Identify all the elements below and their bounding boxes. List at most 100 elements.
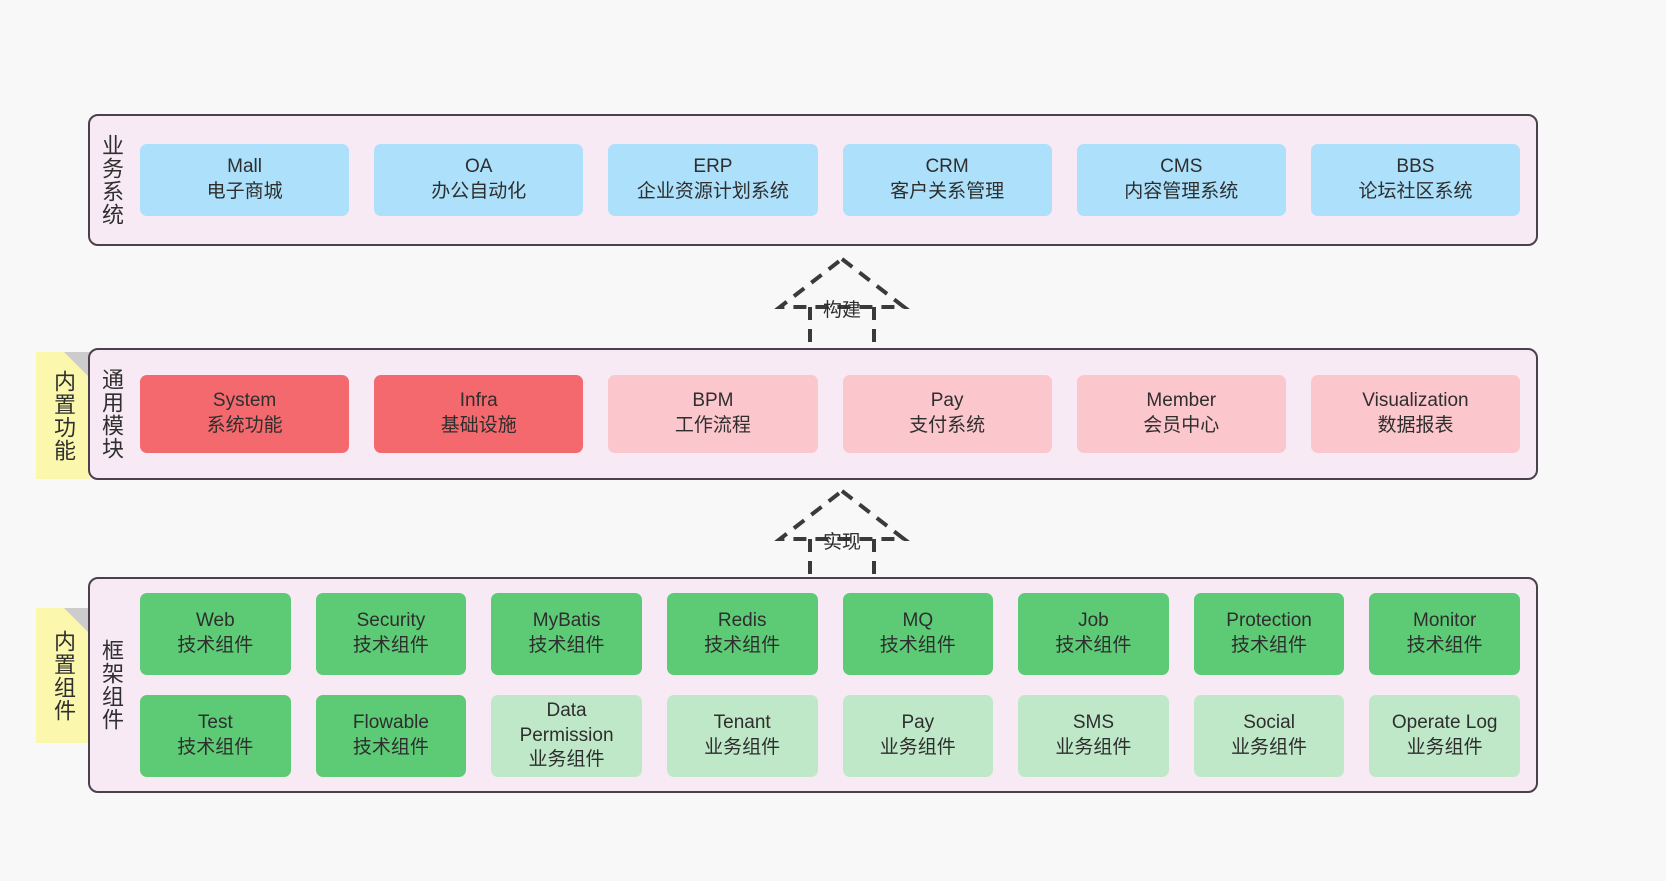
cell-title: Web (195, 610, 235, 632)
layer-label-common-module: 通用模块 (98, 368, 124, 460)
cell-title: Mall (227, 156, 262, 178)
cell-subtitle: 企业资源计划系统 (636, 181, 789, 202)
cell-mq[interactable]: MQ 技术组件 (842, 593, 994, 675)
cell-subtitle: 技术组件 (177, 737, 254, 758)
cell-monitor[interactable]: Monitor 技术组件 (1369, 593, 1520, 675)
cell-subtitle: 技术组件 (352, 635, 429, 656)
cell-subtitle: 技术组件 (1055, 635, 1132, 656)
cell-title: Pay (901, 712, 935, 734)
cell-subtitle: 技术组件 (177, 635, 254, 656)
cell-subtitle: 业务组件 (1231, 737, 1308, 758)
cell-title: Flowable (352, 712, 429, 734)
cell-title: Operate Log (1391, 712, 1498, 734)
cell-sms[interactable]: SMS 业务组件 (1018, 695, 1169, 777)
cell-title: Member (1146, 390, 1217, 412)
row-business-systems: Mall 电子商城 OA 办公自动化 ERP 企业资源计划系统 CRM 客户关系… (140, 144, 1521, 216)
cell-title: Protection (1226, 610, 1312, 632)
cell-web[interactable]: Web 技术组件 (140, 593, 291, 675)
cell-title: CMS (1160, 156, 1203, 178)
cell-subtitle: 内容管理系统 (1124, 181, 1239, 202)
layer-label-business-system: 业务系统 (98, 134, 124, 226)
cell-title: Redis (717, 610, 767, 632)
cell-subtitle: 业务组件 (1055, 737, 1132, 758)
cell-title: CRM (925, 156, 969, 178)
cell-subtitle: 业务组件 (879, 737, 956, 758)
cell-operate-log[interactable]: Operate Log 业务组件 (1369, 695, 1520, 777)
layer-body-framework-component: Web 技术组件 Security 技术组件 MyBatis 技术组件 Redi… (132, 579, 1536, 791)
cell-title: SMS (1072, 712, 1115, 734)
cell-subtitle: 客户关系管理 (890, 181, 1005, 202)
cell-subtitle: 电子商城 (206, 181, 283, 202)
cell-subtitle: 技术组件 (1406, 635, 1483, 656)
cell-member[interactable]: Member 会员中心 (1076, 375, 1286, 453)
cell-title: OA (465, 156, 493, 178)
cell-data-permission[interactable]: Data Permission 业务组件 (491, 695, 642, 777)
cell-protection[interactable]: Protection 技术组件 (1193, 593, 1345, 675)
generalization-arrow-icon (774, 256, 910, 350)
cell-title: Job (1078, 610, 1109, 632)
cell-tenant[interactable]: Tenant 业务组件 (666, 695, 818, 777)
cell-visualization[interactable]: Visualization 数据报表 (1310, 375, 1521, 453)
generalization-arrow-icon (774, 488, 910, 582)
cell-infra[interactable]: Infra 基础设施 (374, 375, 584, 453)
row-common-modules: System 系统功能 Infra 基础设施 BPM 工作流程 Pay 支付系统… (140, 375, 1521, 453)
cell-subtitle: 办公自动化 (431, 181, 527, 202)
cell-title: Data Permission (519, 699, 614, 746)
cell-title: System (212, 390, 277, 412)
cell-system[interactable]: System 系统功能 (140, 375, 350, 453)
sticky-note-builtin-components: 内置组件 (36, 608, 90, 743)
cell-pay-component[interactable]: Pay 业务组件 (842, 695, 994, 777)
connector-build: 构建 (752, 255, 932, 350)
cell-title: MyBatis (532, 610, 601, 632)
layer-body-common-module: System 系统功能 Infra 基础设施 BPM 工作流程 Pay 支付系统… (132, 350, 1536, 478)
cell-title: Tenant (713, 712, 771, 734)
cell-mybatis[interactable]: MyBatis 技术组件 (491, 593, 642, 675)
cell-title: BBS (1396, 156, 1435, 178)
cell-oa[interactable]: OA 办公自动化 (374, 144, 584, 216)
cell-bpm[interactable]: BPM 工作流程 (608, 375, 818, 453)
layer-business-system: 业务系统 Mall 电子商城 OA 办公自动化 ERP 企业资源计划系统 CRM (88, 114, 1538, 246)
cell-title: Pay (930, 390, 964, 412)
cell-test[interactable]: Test 技术组件 (140, 695, 291, 777)
cell-subtitle: 业务组件 (1406, 737, 1483, 758)
cell-erp[interactable]: ERP 企业资源计划系统 (608, 144, 818, 216)
cell-title: Security (356, 610, 426, 632)
layer-framework-component: 框架组件 Web 技术组件 Security 技术组件 MyBatis 技术组件… (88, 577, 1538, 793)
cell-title: BPM (692, 390, 734, 412)
cell-subtitle: 技术组件 (1231, 635, 1308, 656)
cell-redis[interactable]: Redis 技术组件 (666, 593, 818, 675)
cell-subtitle: 工作流程 (674, 415, 751, 436)
cell-subtitle: 论坛社区系统 (1358, 181, 1473, 202)
cell-job[interactable]: Job 技术组件 (1018, 593, 1169, 675)
row-business-components: Test 技术组件 Flowable 技术组件 Data Permission … (140, 695, 1520, 777)
cell-title: Social (1243, 712, 1295, 734)
cell-security[interactable]: Security 技术组件 (315, 593, 467, 675)
layer-body-business-system: Mall 电子商城 OA 办公自动化 ERP 企业资源计划系统 CRM 客户关系… (132, 116, 1536, 244)
cell-crm[interactable]: CRM 客户关系管理 (842, 144, 1052, 216)
layer-common-module: 通用模块 System 系统功能 Infra 基础设施 BPM 工作流程 Pay (88, 348, 1538, 480)
cell-flowable[interactable]: Flowable 技术组件 (315, 695, 467, 777)
cell-pay-module[interactable]: Pay 支付系统 (842, 375, 1052, 453)
cell-subtitle: 技术组件 (528, 635, 605, 656)
cell-social[interactable]: Social 业务组件 (1193, 695, 1345, 777)
cell-title: Monitor (1413, 610, 1477, 632)
cell-subtitle: 技术组件 (352, 737, 429, 758)
cell-subtitle: 技术组件 (879, 635, 956, 656)
connector-implement: 实现 (752, 487, 932, 582)
cell-subtitle: 基础设施 (440, 415, 517, 436)
cell-subtitle: 支付系统 (909, 415, 986, 436)
cell-title: Test (197, 712, 233, 734)
cell-mall[interactable]: Mall 电子商城 (140, 144, 350, 216)
sticky-note-builtin-functions: 内置功能 (36, 352, 90, 479)
cell-title: Visualization (1362, 390, 1469, 412)
cell-subtitle: 数据报表 (1377, 415, 1454, 436)
cell-subtitle: 业务组件 (704, 737, 781, 758)
cell-bbs[interactable]: BBS 论坛社区系统 (1310, 144, 1521, 216)
cell-subtitle: 会员中心 (1143, 415, 1220, 436)
cell-title: MQ (902, 610, 934, 632)
row-tech-components: Web 技术组件 Security 技术组件 MyBatis 技术组件 Redi… (140, 593, 1520, 675)
cell-title: Infra (459, 390, 498, 412)
cell-subtitle: 技术组件 (704, 635, 781, 656)
cell-cms[interactable]: CMS 内容管理系统 (1076, 144, 1286, 216)
